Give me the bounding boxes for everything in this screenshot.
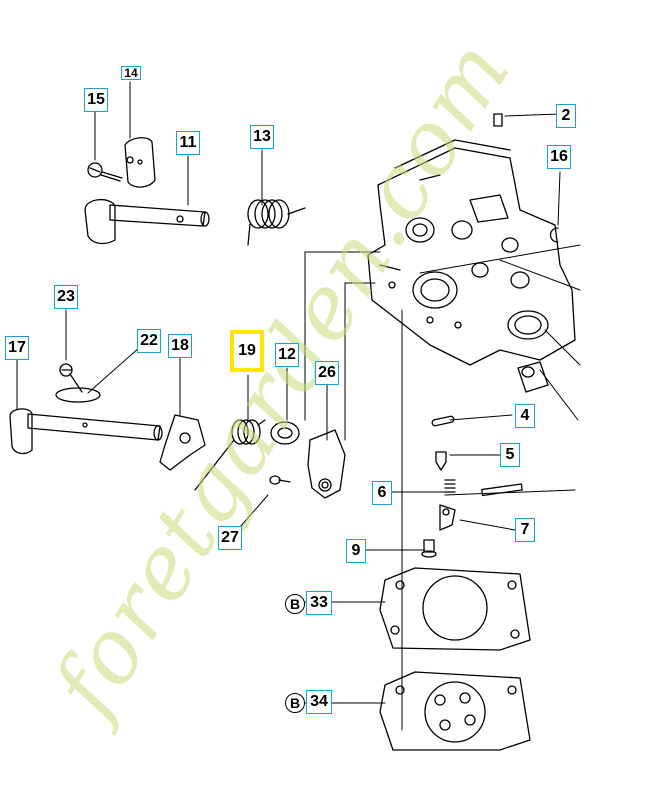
callout-2[interactable]: 2 [556,104,576,128]
callout-9[interactable]: 9 [346,539,366,563]
lever-26 [307,429,346,499]
screw-23 [59,363,83,393]
callout-14[interactable]: 14 [121,66,141,80]
lever-18 [159,414,206,471]
lever-7 [439,504,456,531]
callout-15[interactable]: 15 [84,88,108,112]
marker-b-33: B [285,594,305,614]
clip-16 [549,227,559,243]
choke-plate-22 [55,387,101,403]
callout-12[interactable]: 12 [275,343,299,367]
spring-13 [247,199,306,246]
screw-15 [87,162,123,182]
callout-18[interactable]: 18 [168,334,192,358]
callout-19[interactable]: 19 [230,330,264,372]
pin-2 [493,113,503,127]
callout-4[interactable]: 4 [515,404,535,428]
callout-7[interactable]: 7 [515,518,535,542]
callout-26[interactable]: 26 [315,361,339,385]
marker-b-34: B [285,693,305,713]
throttle-plate-14 [124,137,156,188]
inlet-fitting [517,361,549,393]
callout-27[interactable]: 27 [218,526,242,550]
diaphragm-34 [379,671,531,751]
spring-19 [194,419,266,491]
callout-22[interactable]: 22 [137,329,161,353]
screw-27 [269,475,291,485]
callout-11[interactable]: 11 [176,131,200,155]
screw-9 [421,539,437,558]
leader-lines [16,81,581,731]
callout-5[interactable]: 5 [500,443,520,467]
callout-13[interactable]: 13 [250,125,274,149]
callout-17[interactable]: 17 [5,336,29,360]
carburetor-body [367,139,576,366]
callout-6[interactable]: 6 [372,481,392,505]
spring-6 [444,479,523,497]
gasket-33 [379,567,531,651]
needle-5 [435,451,447,471]
callout-33[interactable]: 33 [306,591,332,615]
choke-shaft-17 [9,408,163,455]
callout-16[interactable]: 16 [547,145,571,169]
throttle-shaft-11 [84,199,210,245]
callout-34[interactable]: 34 [306,690,332,714]
callout-23[interactable]: 23 [54,285,78,309]
needle-valve-4 [431,415,455,427]
washer-12 [270,421,300,445]
